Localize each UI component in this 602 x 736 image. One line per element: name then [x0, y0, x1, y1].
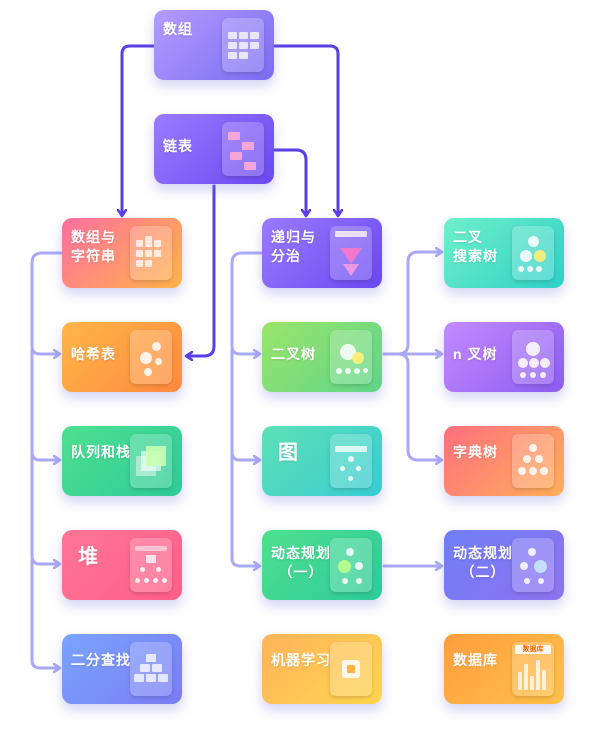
hash-dots-icon	[130, 330, 172, 384]
chip-icon	[330, 642, 372, 696]
edge-arrays-strings-to-queue-stack	[30, 348, 58, 460]
heap-icon	[130, 538, 172, 592]
graph-icon	[330, 434, 372, 488]
edge-binary-tree-to-bst	[382, 252, 440, 356]
node-label: 动态规划 （二）	[453, 545, 513, 580]
node-heap[interactable]: 堆	[62, 530, 182, 600]
node-label: 动态规划 （一）	[271, 545, 331, 580]
edge-binary-tree-to-trie	[382, 352, 440, 460]
node-dp-2[interactable]: 动态规划 （二）	[444, 530, 564, 600]
edge-recursion-to-dp-1	[230, 453, 258, 566]
node-binary-search[interactable]: 二分查找	[62, 634, 182, 704]
bar-chart-icon: 数据库	[512, 642, 554, 696]
node-label: 二叉树	[271, 346, 316, 362]
dp-network-icon	[330, 538, 372, 592]
trie-icon	[512, 434, 554, 488]
node-label: n 叉树	[453, 346, 498, 362]
edge-arrays-strings-to-binary-search	[30, 558, 58, 668]
node-label: 数据库	[453, 652, 498, 668]
node-recursion[interactable]: 递归与 分治	[262, 218, 382, 288]
linked-blocks-icon	[222, 122, 264, 176]
recursion-icon	[330, 226, 372, 280]
node-label: 二分查找	[71, 652, 131, 668]
edge-arrays-to-arrays-strings	[122, 44, 156, 214]
node-graph[interactable]: 图	[262, 426, 382, 496]
tree-icon	[512, 330, 554, 384]
array-grid-icon	[222, 18, 264, 72]
dp-network-icon	[512, 538, 554, 592]
icon-tag: 数据库	[515, 645, 551, 654]
node-label: 图	[278, 442, 299, 464]
node-linked-list[interactable]: 链表	[154, 114, 274, 184]
edge-arrays-to-recursion	[272, 44, 338, 214]
node-label: 递归与 分治	[271, 229, 316, 264]
edge-arrays-strings-to-hash-table	[30, 251, 64, 354]
node-queue-stack[interactable]: 队列和栈	[62, 426, 182, 496]
node-label: 数组与 字符串	[71, 229, 116, 264]
node-label: 二叉 搜索树	[453, 229, 498, 264]
node-trie[interactable]: 字典树	[444, 426, 564, 496]
search-blocks-icon	[130, 642, 172, 696]
edge-recursion-to-binary-tree	[230, 251, 264, 354]
node-nary-tree[interactable]: n 叉树	[444, 322, 564, 392]
string-grid-icon	[130, 226, 172, 280]
node-dp-1[interactable]: 动态规划 （一）	[262, 530, 382, 600]
edge-linked-list-to-recursion	[272, 148, 306, 214]
node-binary-search-tree[interactable]: 二叉 搜索树	[444, 218, 564, 288]
node-label: 字典树	[453, 444, 498, 460]
node-label: 堆	[78, 546, 99, 568]
node-hash-table[interactable]: 哈希表	[62, 322, 182, 392]
edge-linked-list-to-hash-table	[188, 184, 216, 356]
node-machine-learning[interactable]: 机器学习	[262, 634, 382, 704]
node-label: 链表	[163, 138, 193, 154]
tree-icon	[512, 226, 554, 280]
node-label: 哈希表	[71, 346, 116, 362]
node-label: 数组	[163, 21, 193, 37]
node-label: 队列和栈	[71, 444, 131, 460]
node-binary-tree[interactable]: 二叉树	[262, 322, 382, 392]
node-arrays-strings[interactable]: 数组与 字符串	[62, 218, 182, 288]
tree-icon	[330, 330, 372, 384]
node-label: 机器学习	[271, 652, 331, 668]
stacked-layers-icon	[130, 434, 172, 488]
node-arrays[interactable]: 数组	[154, 10, 274, 80]
edge-arrays-strings-to-heap	[30, 453, 58, 564]
node-database[interactable]: 数据库 数据库	[444, 634, 564, 704]
edge-recursion-to-graph	[230, 348, 258, 460]
